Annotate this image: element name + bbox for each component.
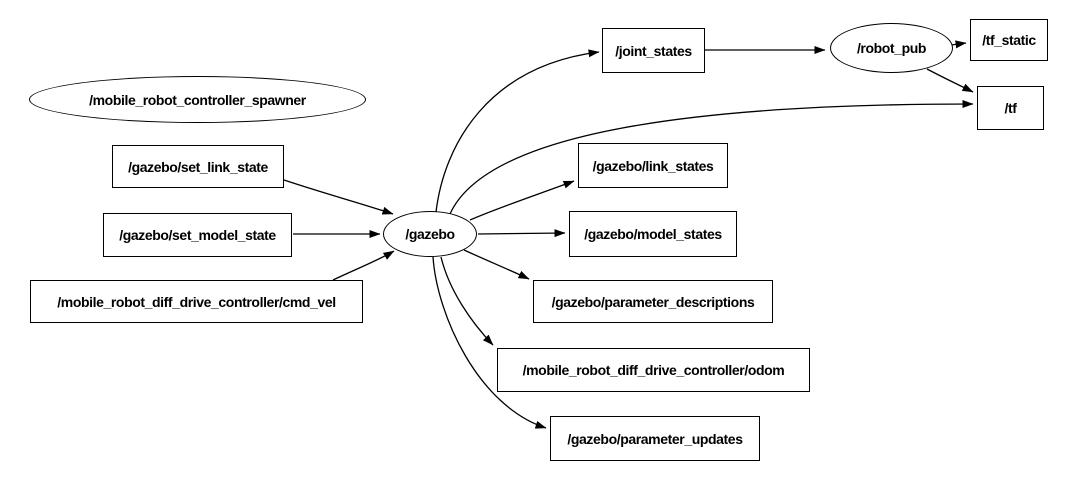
edge-gazebo-odom (440, 256, 494, 346)
node-mobile_robot_controller_spawner: /mobile_robot_controller_spawner (29, 76, 366, 123)
edge-gazebo-tf (449, 100, 974, 215)
edge-gazebo-joint_states (435, 49, 600, 213)
node-tf: /tf (977, 86, 1044, 130)
node-gazebo-parameter_updates: /gazebo/parameter_updates (550, 416, 760, 461)
node-joint_states: /joint_states (602, 28, 705, 73)
edge-gazebo-link_states (469, 180, 575, 221)
node-robot_pub: /robot_pub (830, 23, 953, 73)
node-diff_drive_controller-odom: /mobile_robot_diff_drive_controller/odom (497, 348, 810, 392)
node-gazebo-set_model_state: /gazebo/set_model_state (103, 213, 292, 257)
edge-cmd_vel-gazebo (332, 250, 395, 281)
node-tf_static: /tf_static (970, 19, 1048, 61)
edge-gazebo-parameter_descriptions (463, 249, 530, 280)
edge-robot_pub-tf (926, 68, 974, 93)
node-gazebo-link_states: /gazebo/link_states (578, 143, 728, 188)
edge-set_link_state-gazebo (283, 179, 394, 215)
edge-gazebo-parameter_updates (432, 256, 547, 429)
edge-robot_pub-tf_static (950, 40, 967, 49)
node-gazebo-model_states: /gazebo/model_states (569, 211, 737, 257)
edge-gazebo-model_states (477, 229, 566, 238)
node-gazebo-parameter_descriptions: /gazebo/parameter_descriptions (533, 280, 773, 323)
node-gazebo-set_link_state: /gazebo/set_link_state (112, 145, 284, 188)
node-gazebo: /gazebo (383, 211, 477, 257)
node-diff_drive_controller-cmd_vel: /mobile_robot_diff_drive_controller/cmd_… (30, 280, 363, 323)
